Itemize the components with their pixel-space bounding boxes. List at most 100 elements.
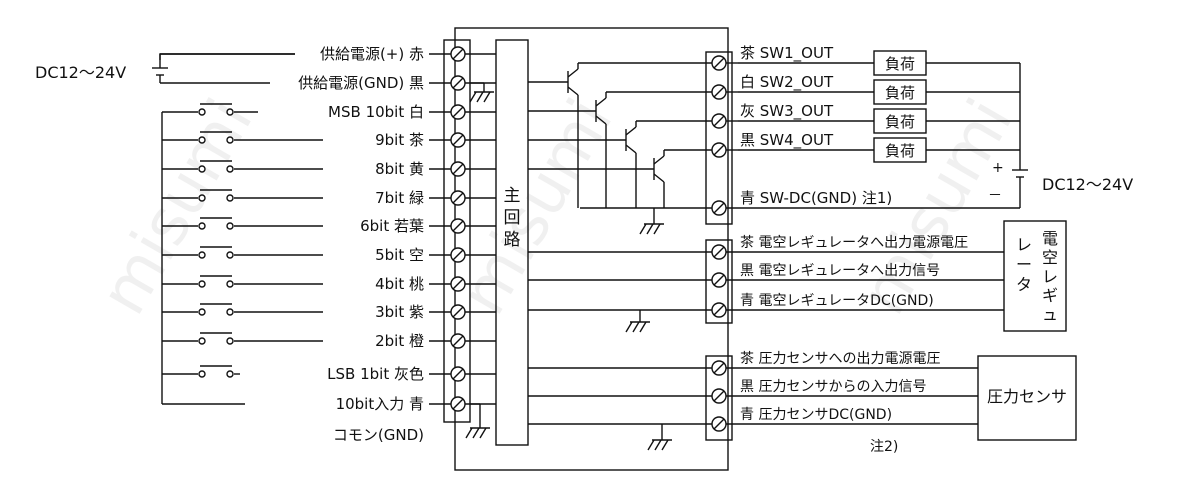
load-label: 負荷 (885, 113, 915, 131)
terminal-screw-slash (452, 220, 464, 232)
terminal-screw-slash (713, 274, 725, 286)
load-label: 負荷 (885, 55, 915, 73)
switch-contact (226, 222, 234, 230)
ground-hatch (653, 223, 661, 235)
transistor-collector (625, 126, 637, 136)
switch-contact (226, 108, 234, 116)
left-wire-label: 8bit 黄 (375, 160, 424, 178)
terminal-screw-slash (452, 368, 464, 380)
regulator-box-char: ュ (1042, 305, 1058, 324)
left-wire-label: 5bit 空 (375, 246, 424, 264)
terminal-screw-slash (713, 246, 725, 258)
main-circuit-box (495, 39, 529, 446)
terminal-screw-slash (452, 134, 464, 146)
load-label: 負荷 (885, 84, 915, 102)
left-wire-label: MSB 10bit 白 (328, 103, 424, 121)
terminal-screw-slash (713, 202, 725, 214)
switch-contact (198, 194, 206, 202)
ground-hatch (639, 223, 647, 235)
switch-contact (226, 280, 234, 288)
output-label: 茶 SW1_OUT (740, 44, 834, 63)
terminal-screw-slash (452, 335, 464, 347)
transistor-collector (653, 155, 665, 165)
ground-hatch (479, 427, 487, 439)
regulator-wire-label: 黒 電空レギュレータへ出力信号 (740, 263, 940, 279)
switch-contact (226, 165, 234, 173)
switch-contact (226, 337, 234, 345)
ground-hatch (654, 439, 662, 451)
switch-contact (198, 222, 206, 230)
switch-contact (226, 308, 234, 316)
left-wire-label: 供給電源(GND) 黒 (298, 74, 424, 92)
terminals (450, 46, 727, 432)
dc-supply-left-label: DC12～24V (35, 63, 126, 82)
ground-hatch (647, 439, 655, 451)
terminal-screw-slash (452, 278, 464, 290)
switch-contact (198, 165, 206, 173)
regulator-box-char: 電 (1042, 229, 1058, 248)
main-circuit-label: 回 (504, 208, 521, 228)
regulator-box-char: レ (1042, 267, 1058, 286)
left-wire-label: LSB 1bit 灰色 (327, 365, 424, 383)
terminal-screw-slash (713, 144, 725, 156)
terminal-screw-slash (713, 362, 725, 374)
switch-contact (198, 280, 206, 288)
terminal-screw-slash (452, 48, 464, 60)
regulator-box-char: タ (1016, 275, 1032, 294)
dc-supply-right-label: DC12～24V (1042, 175, 1133, 194)
ground-hatch (465, 427, 473, 439)
output-label: 黒 SW4_OUT (740, 131, 834, 150)
switch-contact (226, 194, 234, 202)
output-label: 白 SW2_OUT (740, 73, 834, 92)
switch-contact (226, 136, 234, 144)
regulator-terminal-strip (705, 239, 733, 324)
main-circuit-label: 路 (504, 230, 521, 250)
switch-contact (198, 136, 206, 144)
pressure-sensor-label: 圧力センサ (987, 387, 1067, 406)
supply-plus-wire (159, 53, 295, 60)
left-wire-label: 6bit 若葉 (360, 217, 424, 235)
load-label: 負荷 (885, 142, 915, 160)
ground-hatch (646, 223, 654, 235)
transistor-emitter (653, 173, 665, 183)
sensor-wire-label: 黒 圧力センサからの入力信号 (740, 379, 926, 395)
terminal-screw-slash (452, 398, 464, 410)
switch-contact (198, 337, 206, 345)
ground-hatch (483, 91, 491, 103)
switch-contact (198, 308, 206, 316)
regulator-wire-label: 青 電空レギュレータDC(GND) (740, 293, 934, 309)
ground-hatch (639, 321, 647, 333)
transistor-collector (567, 68, 579, 78)
output-label: 灰 SW3_OUT (740, 102, 834, 121)
note2-label: 注2) (870, 439, 898, 455)
terminal-screw-slash (713, 57, 725, 69)
left-wire-label: 供給電源(+) 赤 (320, 45, 424, 63)
polarity-minus: － (988, 188, 1002, 204)
transistor-collector (595, 97, 607, 107)
left-wire-label: 7bit 緑 (375, 189, 424, 207)
terminal-screw-slash (452, 163, 464, 175)
regulator-box-char: 空 (1042, 248, 1058, 267)
terminal-screw-slash (713, 390, 725, 402)
switch-contact (198, 370, 206, 378)
ground-hatch (469, 91, 477, 103)
switch-contact (226, 251, 234, 259)
terminal-screw-slash (452, 249, 464, 261)
ground-hatch (472, 427, 480, 439)
transistor-emitter (595, 115, 607, 125)
terminal-screw-slash (713, 86, 725, 98)
output-terminal-strip (705, 51, 733, 225)
polarity-plus: + (992, 160, 1004, 176)
left-wire-label: 10bit入力 青 (336, 395, 424, 413)
regulator-box-char: ギ (1042, 286, 1058, 305)
regulator-wire-label: 茶 電空レギュレータへ出力電源電圧 (740, 235, 968, 251)
left-wire-label: 3bit 紫 (375, 303, 424, 321)
left-terminal-strip (443, 39, 471, 423)
main-circuit-label: 主 (504, 186, 521, 206)
terminal-screw-slash (452, 106, 464, 118)
terminal-screw-slash (452, 77, 464, 89)
sensor-wire-label: 青 圧力センサDC(GND) (740, 407, 892, 423)
regulator-box (1003, 220, 1067, 332)
terminal-screw-slash (713, 115, 725, 127)
ground-hatch (632, 321, 640, 333)
